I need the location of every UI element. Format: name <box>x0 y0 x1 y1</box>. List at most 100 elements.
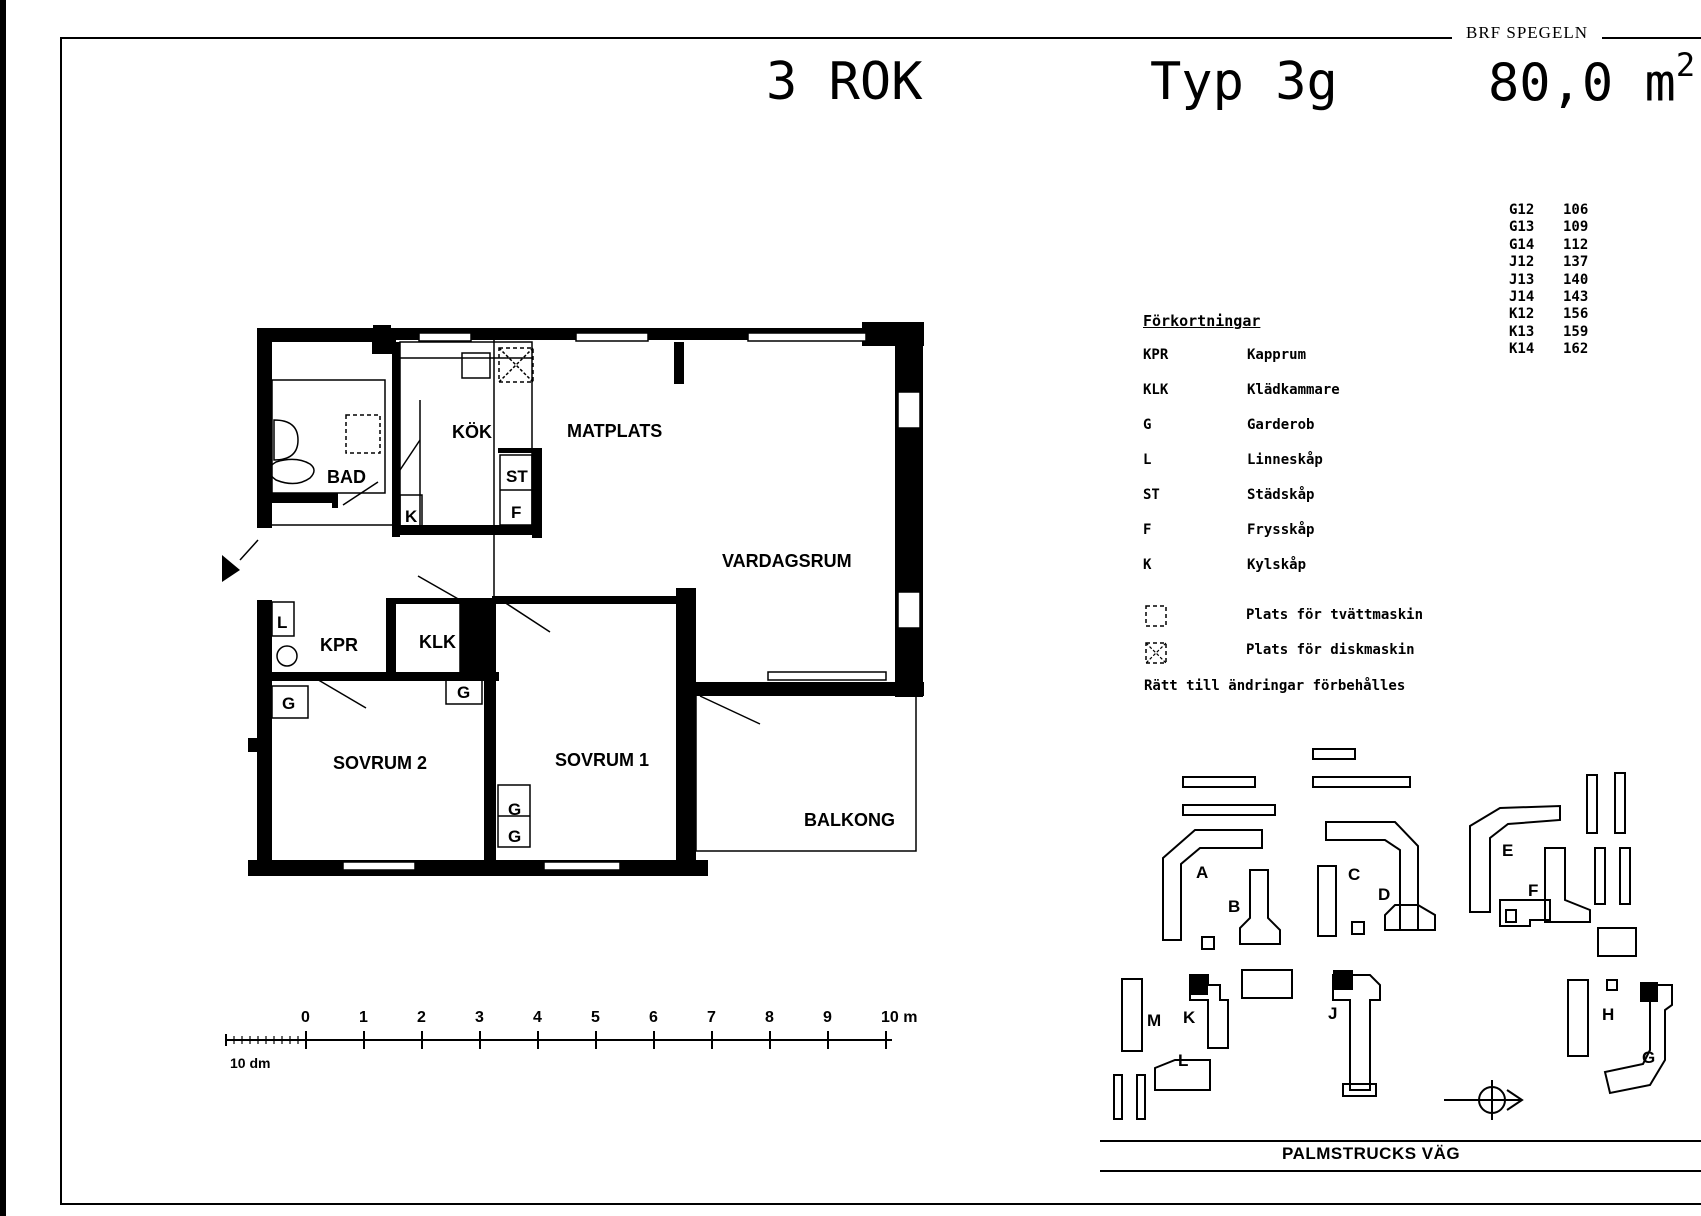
room-labels: BAD KÖK MATPLATS VARDAGSRUM KPR KLK SOVR… <box>320 421 895 830</box>
scale-sub-label: 10 dm <box>230 1055 270 1071</box>
site-building-label-h: H <box>1602 1005 1614 1024</box>
abbreviation-key: K <box>1143 557 1152 573</box>
brand-label: BRF SPEGELN <box>1452 23 1602 43</box>
drawing-frame <box>60 37 1701 1205</box>
site-plan <box>1113 748 1673 1120</box>
abbreviation-k: K Kylskåp <box>1143 557 1306 573</box>
scale-tick-label: 2 <box>417 1009 426 1026</box>
windows <box>342 332 921 871</box>
fixture-label-one: 1 <box>463 646 470 661</box>
scale-bar <box>225 1031 892 1049</box>
interior-walls <box>257 342 684 876</box>
room-count-title: 3 ROK <box>766 52 923 112</box>
room-label-sovrum1: SOVRUM 1 <box>555 750 649 770</box>
washer-legend-text: Plats för tvättmaskin <box>1246 607 1424 623</box>
scale-tick-label: 10 m <box>881 1009 917 1026</box>
site-building-label-m: M <box>1147 1011 1161 1030</box>
abbreviation-meaning: Frysskåp <box>1247 522 1315 538</box>
abbreviation-kpr: KPR Kapprum <box>1143 347 1306 363</box>
site-plan-filled <box>1190 970 1658 1002</box>
fixture-label-k: K <box>405 507 418 526</box>
scale-tick-label: 7 <box>707 1009 716 1026</box>
room-label-balkong: BALKONG <box>804 810 895 830</box>
room-label-klk: KLK <box>419 632 456 652</box>
fixture-label-l: L <box>277 613 287 632</box>
apartment-number: 106 <box>1563 202 1589 218</box>
fixture-labels: ST F K L G G G G 1 <box>277 467 528 846</box>
abbreviation-klk: KLK Klädkammare <box>1143 382 1340 398</box>
apartment-code-row: K12 156 <box>1509 306 1588 323</box>
scale-tick-label: 1 <box>359 1009 368 1026</box>
apartment-code: K14 <box>1509 341 1535 358</box>
exterior-walls <box>248 322 924 876</box>
changes-reserved-note: Rätt till ändringar förbehålles <box>1144 678 1406 694</box>
abbreviation-key: L <box>1143 452 1152 468</box>
fixture-label-g-kpr: G <box>282 694 295 713</box>
apartment-number: 159 <box>1563 323 1589 340</box>
apartment-number: 140 <box>1563 271 1589 288</box>
site-building-label-g: G <box>1642 1048 1655 1067</box>
apartment-number: 112 <box>1563 236 1589 253</box>
abbreviation-key: ST <box>1143 487 1160 503</box>
dishwasher-place-icon <box>1145 642 1167 664</box>
sanitary-fixtures <box>268 347 534 485</box>
apartment-code: G12 <box>1509 202 1535 218</box>
scale-tick-label: 5 <box>591 1009 600 1026</box>
abbreviation-key: KLK <box>1143 382 1169 398</box>
apartment-code-row: J14 143 <box>1509 289 1588 306</box>
dishwasher-legend-text: Plats för diskmaskin <box>1246 642 1415 658</box>
scale-tick-label: 9 <box>823 1009 832 1026</box>
left-edge-bar <box>0 0 6 1216</box>
thin-lines <box>239 340 917 852</box>
abbreviation-meaning: Klädkammare <box>1247 382 1340 398</box>
fixture-label-f: F <box>511 503 521 522</box>
apartment-code: K12 <box>1509 306 1535 323</box>
site-building-label-l: L <box>1178 1051 1188 1070</box>
entrance-arrow-icon <box>222 555 240 582</box>
room-label-vardagsrum: VARDAGSRUM <box>722 551 852 571</box>
road-label: PALMSTRUCKS VÄG <box>1282 1144 1461 1163</box>
fixture-label-st: ST <box>506 467 528 486</box>
fixture-label-g-sovrum1-a: G <box>508 800 521 819</box>
room-label-kok: KÖK <box>452 422 492 442</box>
apartment-number: 156 <box>1563 306 1589 323</box>
apartment-code-row: G12 106 <box>1509 202 1588 219</box>
apartment-type-title: Typ 3g <box>1150 52 1338 112</box>
apartment-code: J14 <box>1509 289 1535 306</box>
apartment-number: 137 <box>1563 254 1589 271</box>
area-title: 80,0 m2 <box>1488 46 1695 114</box>
site-building-label-c: C <box>1348 865 1360 884</box>
apartment-code: G13 <box>1509 219 1535 236</box>
apartment-code-row: J12 137 <box>1509 254 1588 271</box>
scale-tick-label: 0 <box>301 1009 310 1026</box>
apartment-code-row: K13 159 <box>1509 324 1588 341</box>
scale-tick-label: 8 <box>765 1009 774 1026</box>
abbreviation-key: G <box>1143 417 1152 433</box>
abbreviation-meaning: Garderob <box>1247 417 1315 433</box>
abbreviations-title: Förkortningar <box>1143 312 1261 330</box>
scale-tick-label: 4 <box>533 1009 542 1026</box>
apartment-number: 162 <box>1563 341 1589 358</box>
abbreviation-key: KPR <box>1143 347 1169 363</box>
road-lines <box>1100 1140 1701 1172</box>
apartment-code: J12 <box>1509 254 1535 271</box>
area-value: 80,0 m <box>1488 53 1676 114</box>
abbreviation-key: F <box>1143 522 1152 538</box>
site-building-label-a: A <box>1196 863 1208 882</box>
room-label-matplats: MATPLATS <box>567 421 662 441</box>
abbreviation-meaning: Kylskåp <box>1247 557 1307 573</box>
site-building-label-j: J <box>1328 1004 1337 1023</box>
apartment-number: 143 <box>1563 289 1589 306</box>
fixture-label-g-sovrum1-b: G <box>508 827 521 846</box>
area-unit-superscript: 2 <box>1675 46 1696 84</box>
abbreviation-meaning: Kapprum <box>1247 347 1307 363</box>
scale-tick-label: 3 <box>475 1009 484 1026</box>
apartment-code: K13 <box>1509 323 1535 340</box>
